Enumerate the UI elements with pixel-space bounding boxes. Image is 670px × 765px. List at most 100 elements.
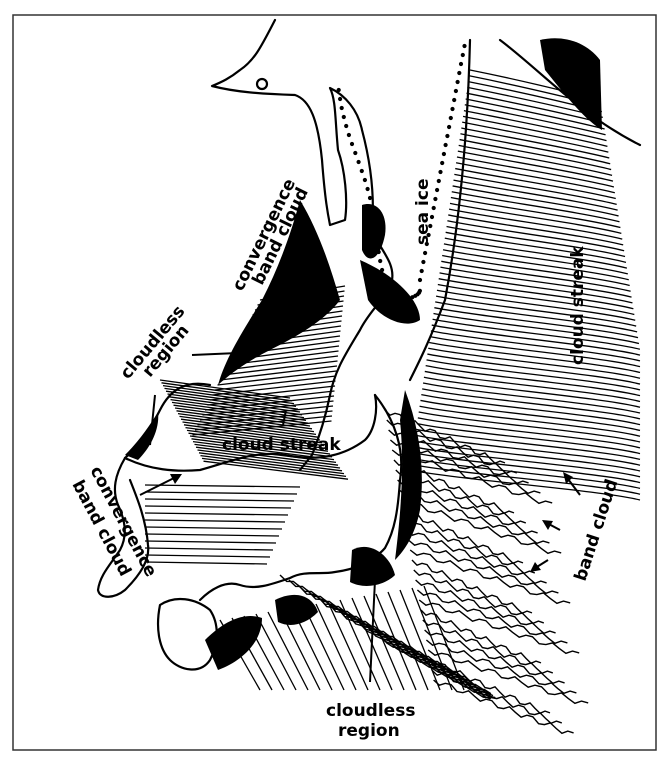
west-hatch-line [162, 384, 295, 405]
band-cloud-wavy-line [398, 489, 550, 545]
band-cloud-wavy-line [418, 599, 580, 655]
west-hatch-line [259, 285, 346, 301]
sea-ice-dot [455, 79, 460, 85]
band-cloud-wavy-line [402, 509, 524, 565]
cloudless-south-dark-patch [350, 546, 395, 586]
band-cloud-wavy-line [384, 409, 506, 465]
band-cloud-wavy-line [395, 469, 527, 525]
arrow-cloudless-west-1 [191, 351, 263, 356]
east-hatch-line [428, 347, 641, 379]
southwest-hatch-line [327, 601, 369, 691]
east-hatch-line [448, 214, 624, 246]
west-hatch-line [180, 418, 319, 438]
band-cloud-wavy-line [415, 579, 556, 635]
west-hatch-line [182, 421, 321, 441]
east-hatch-line [436, 289, 636, 321]
west-hatch-line [185, 426, 325, 447]
western-peninsula [96, 412, 159, 598]
arrowhead-convergence-south [170, 474, 182, 484]
southwest-hatch-line [267, 611, 309, 691]
east-hatch-line [452, 185, 619, 217]
sea-ice-dot [426, 232, 431, 238]
band-cloud-wavy-line-south [441, 664, 496, 699]
east-hatch-line [424, 370, 641, 403]
sea-ice-dot [428, 223, 433, 229]
east-hatch-line [445, 231, 627, 263]
west-hatch-line [224, 355, 339, 371]
main-island-coast-west [123, 382, 378, 472]
east-hatch-line [469, 69, 601, 101]
east-coast-dark-strip [395, 390, 422, 560]
southwest-hatch-line [219, 619, 261, 691]
west-hatch-line [191, 438, 333, 458]
east-hatch-line [441, 260, 631, 292]
sea-ice-dot [338, 96, 343, 102]
band-cloud-wavy-line [404, 519, 536, 575]
west-hatch-line [217, 370, 337, 386]
band-cloud-wavy-line [416, 589, 568, 645]
convergence-hatch-line [144, 498, 295, 502]
sea-ice-dot [367, 195, 373, 201]
sea-ice-dot [458, 61, 464, 67]
sea-ice-dot [443, 142, 448, 148]
west-hatch-line [183, 424, 323, 444]
convergence-hatch-line [144, 554, 271, 558]
southwest-area [156, 585, 465, 691]
sea-ice-dot [423, 250, 428, 256]
east-hatch-line [421, 394, 641, 426]
east-hatch-line [454, 173, 617, 205]
east-hatch-line [439, 272, 633, 304]
east-hatch-line [463, 109, 607, 142]
strait-dark-patch [360, 260, 420, 324]
label-cloudless-south-line2: region [338, 721, 400, 741]
sea-ice-dot [346, 132, 351, 138]
east-hatch-line [455, 162, 615, 194]
southwest-hatching [219, 585, 465, 691]
sea-ice-dot [450, 106, 455, 112]
southwest-hatch-line [279, 609, 321, 691]
band-cloud-wavy-line-south [378, 629, 487, 699]
convergence-hatch-line [144, 484, 301, 488]
sea-ice-dot [445, 133, 450, 139]
west-hatch-line [176, 410, 313, 430]
east-hatch-line [462, 115, 608, 148]
arrow-convergence-south [139, 475, 179, 496]
sea-ice-dot [417, 288, 422, 293]
west-hatch-line [222, 360, 338, 376]
east-hatch-line [415, 434, 641, 466]
east-hatch-line [429, 341, 641, 374]
west-hatching [159, 285, 349, 480]
east-band-inner-edge [408, 38, 472, 382]
west-hatch-line [239, 325, 342, 341]
convergence-hatch-line [144, 561, 268, 565]
sea-ice-dot [435, 187, 440, 193]
east-hatch-line [464, 104, 606, 136]
label-cloud-streak-east: cloud streak [568, 246, 588, 365]
western-peninsula-coast [96, 456, 150, 598]
east-hatch-line [457, 150, 614, 182]
band-cloud-wavy-line-south [450, 669, 492, 695]
arrow-cloudless-south [369, 579, 376, 683]
southwest-hatch-line [255, 613, 297, 691]
west-hatch-line [252, 300, 344, 316]
west-hatch-line [186, 429, 327, 450]
east-hatch-line [453, 179, 618, 211]
figure-frame [12, 14, 657, 751]
band-cloud-wavy-line [409, 549, 571, 605]
east-hatch-line [467, 86, 603, 119]
band-cloud-wavy-line [411, 559, 533, 615]
southwest-hatch-line [291, 607, 333, 691]
east-hatch-line [431, 324, 641, 356]
sea-ice-dot [424, 241, 429, 247]
east-hatch-line [410, 463, 641, 495]
southwest-hatch-line [399, 589, 441, 691]
sea-ice-dot [349, 141, 355, 147]
east-hatch-line [416, 422, 641, 455]
west-hatch-line [173, 404, 309, 424]
east-hatch-line [419, 405, 641, 437]
sea-ice-dot [417, 277, 423, 283]
arrow-cloud-streak-center [282, 409, 287, 426]
sea-ice-dot [436, 178, 441, 184]
